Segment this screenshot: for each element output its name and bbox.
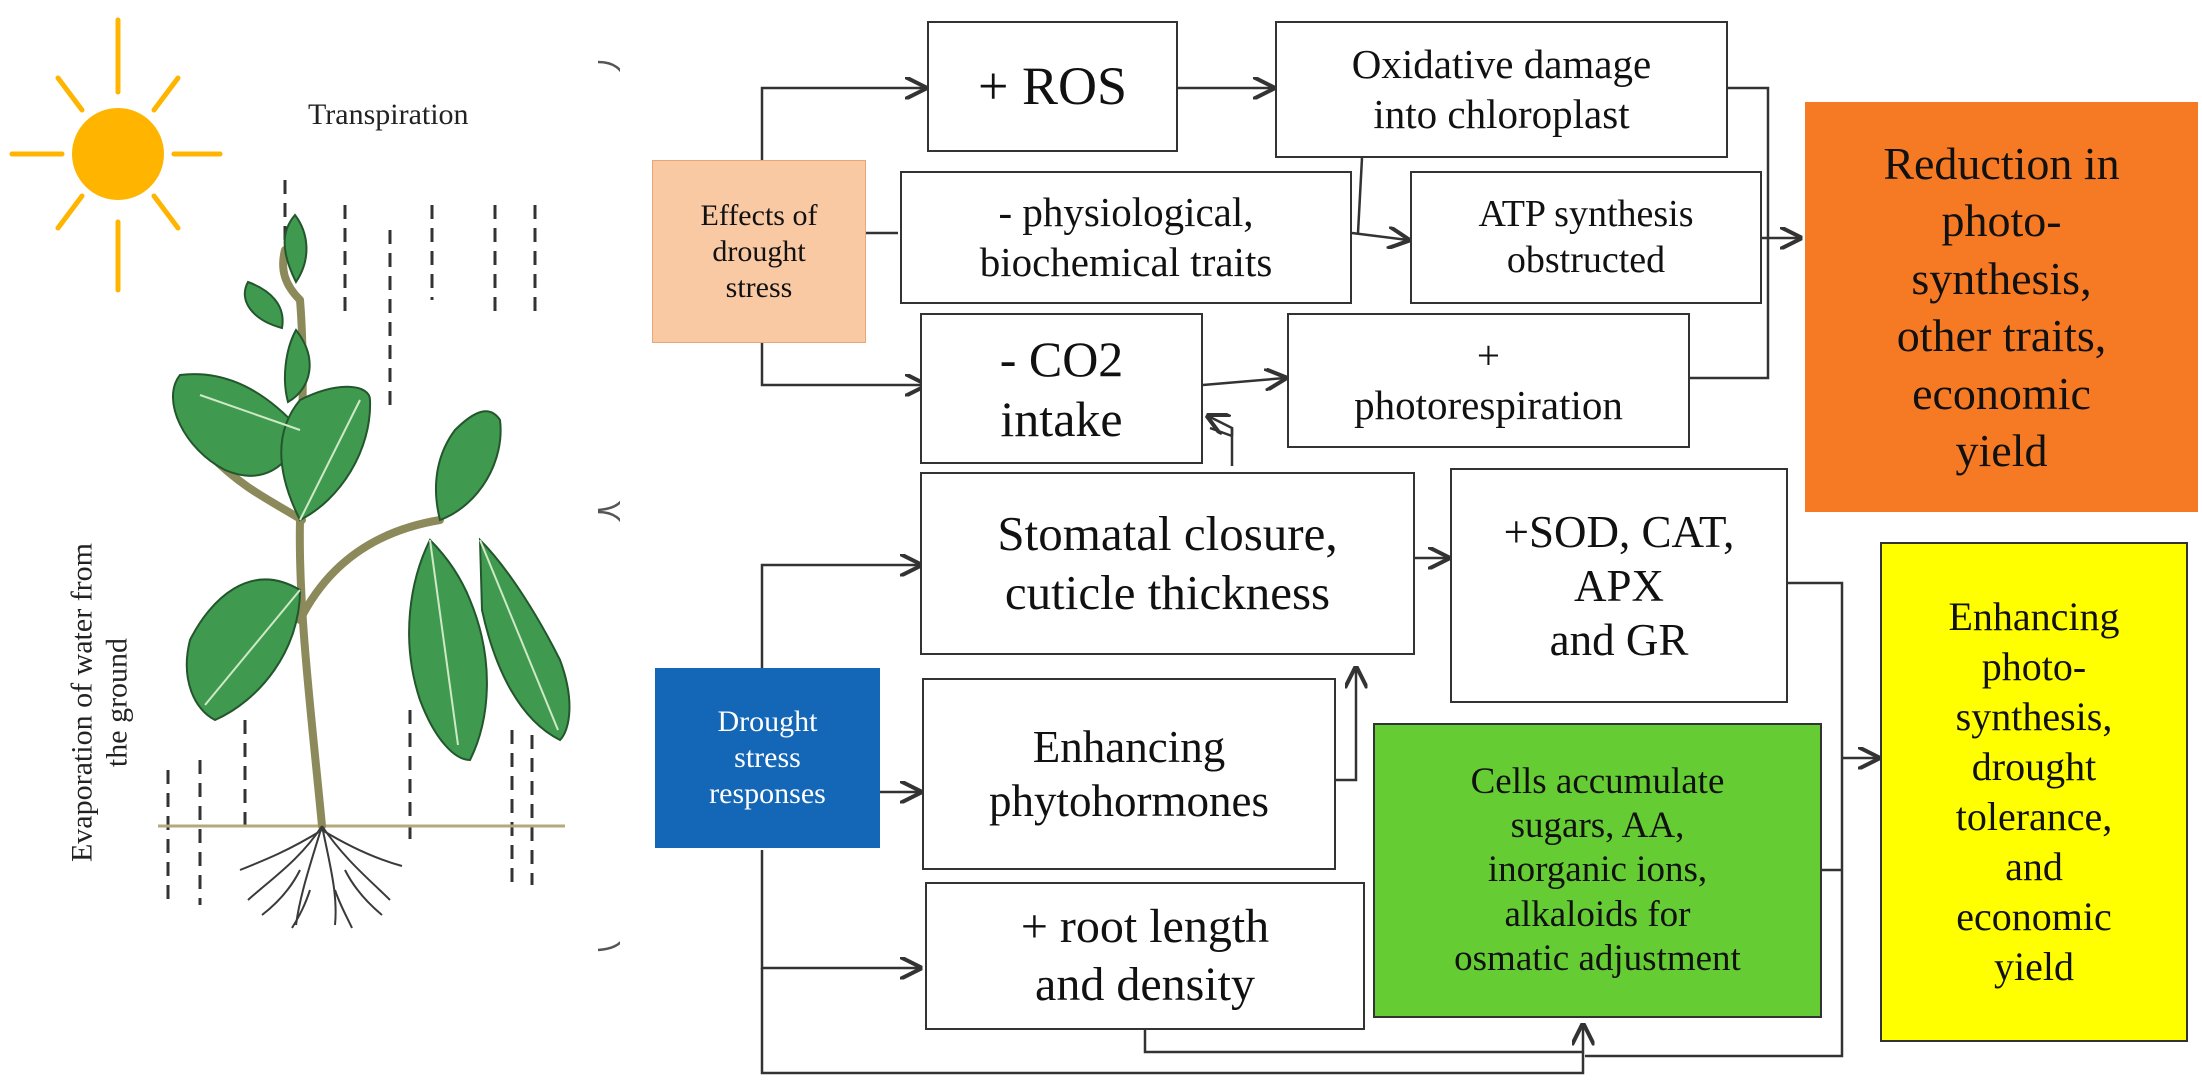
arrow-effects-to-ros	[760, 88, 925, 160]
line-stomatal-to-co2	[1209, 426, 1233, 438]
atp-synthesis-box: ATP synthesis obstructed	[1410, 171, 1762, 304]
line-oxidative-to-atp	[1356, 157, 1364, 234]
arrow-co2-to-photoresp	[1202, 378, 1285, 385]
arrow-physio-to-atp	[1351, 233, 1408, 240]
arrow-effects-to-co2	[760, 333, 925, 385]
effects-of-drought-stress-label: Effects of drought stress	[652, 160, 866, 343]
enhancing-photosynthesis-box: Enhancing photo- synthesis, drought tole…	[1880, 542, 2188, 1042]
plant-illustration	[9, 17, 620, 952]
stomatal-closure-box: Stomatal closure, cuticle thickness	[920, 472, 1415, 655]
arrow-phytohormones-to-stomatal	[1336, 668, 1356, 782]
line-right-collector	[1690, 86, 1770, 380]
arrow-responses-to-root	[760, 850, 920, 968]
transpiration-label: Transpiration	[308, 98, 469, 131]
cells-accumulate-box: Cells accumulate sugars, AA, inorganic i…	[1373, 723, 1822, 1018]
root-length-box: + root length and density	[925, 882, 1365, 1030]
co2-intake-box: - CO2 intake	[920, 313, 1203, 464]
oxidative-damage-box: Oxidative damage into chloroplast	[1275, 21, 1728, 158]
water-lines	[166, 180, 537, 905]
ros-box: + ROS	[927, 21, 1178, 152]
sun-icon	[9, 17, 223, 293]
arrow-to-cells	[760, 968, 1583, 1075]
antioxidant-enzymes-box: +SOD, CAT, APX and GR	[1450, 468, 1788, 703]
line-enzymes-collector	[1585, 581, 1844, 1058]
drought-stress-responses-label: Drought stress responses	[655, 668, 880, 848]
photorespiration-box: + photorespiration	[1287, 313, 1690, 448]
phytohormones-box: Enhancing phytohormones	[922, 678, 1336, 870]
reduction-in-photosynthesis-box: Reduction in photo- synthesis, other tra…	[1805, 102, 2198, 512]
arrow-responses-to-stomatal	[760, 565, 920, 668]
physiological-traits-box: - physiological, biochemical traits	[900, 171, 1352, 304]
